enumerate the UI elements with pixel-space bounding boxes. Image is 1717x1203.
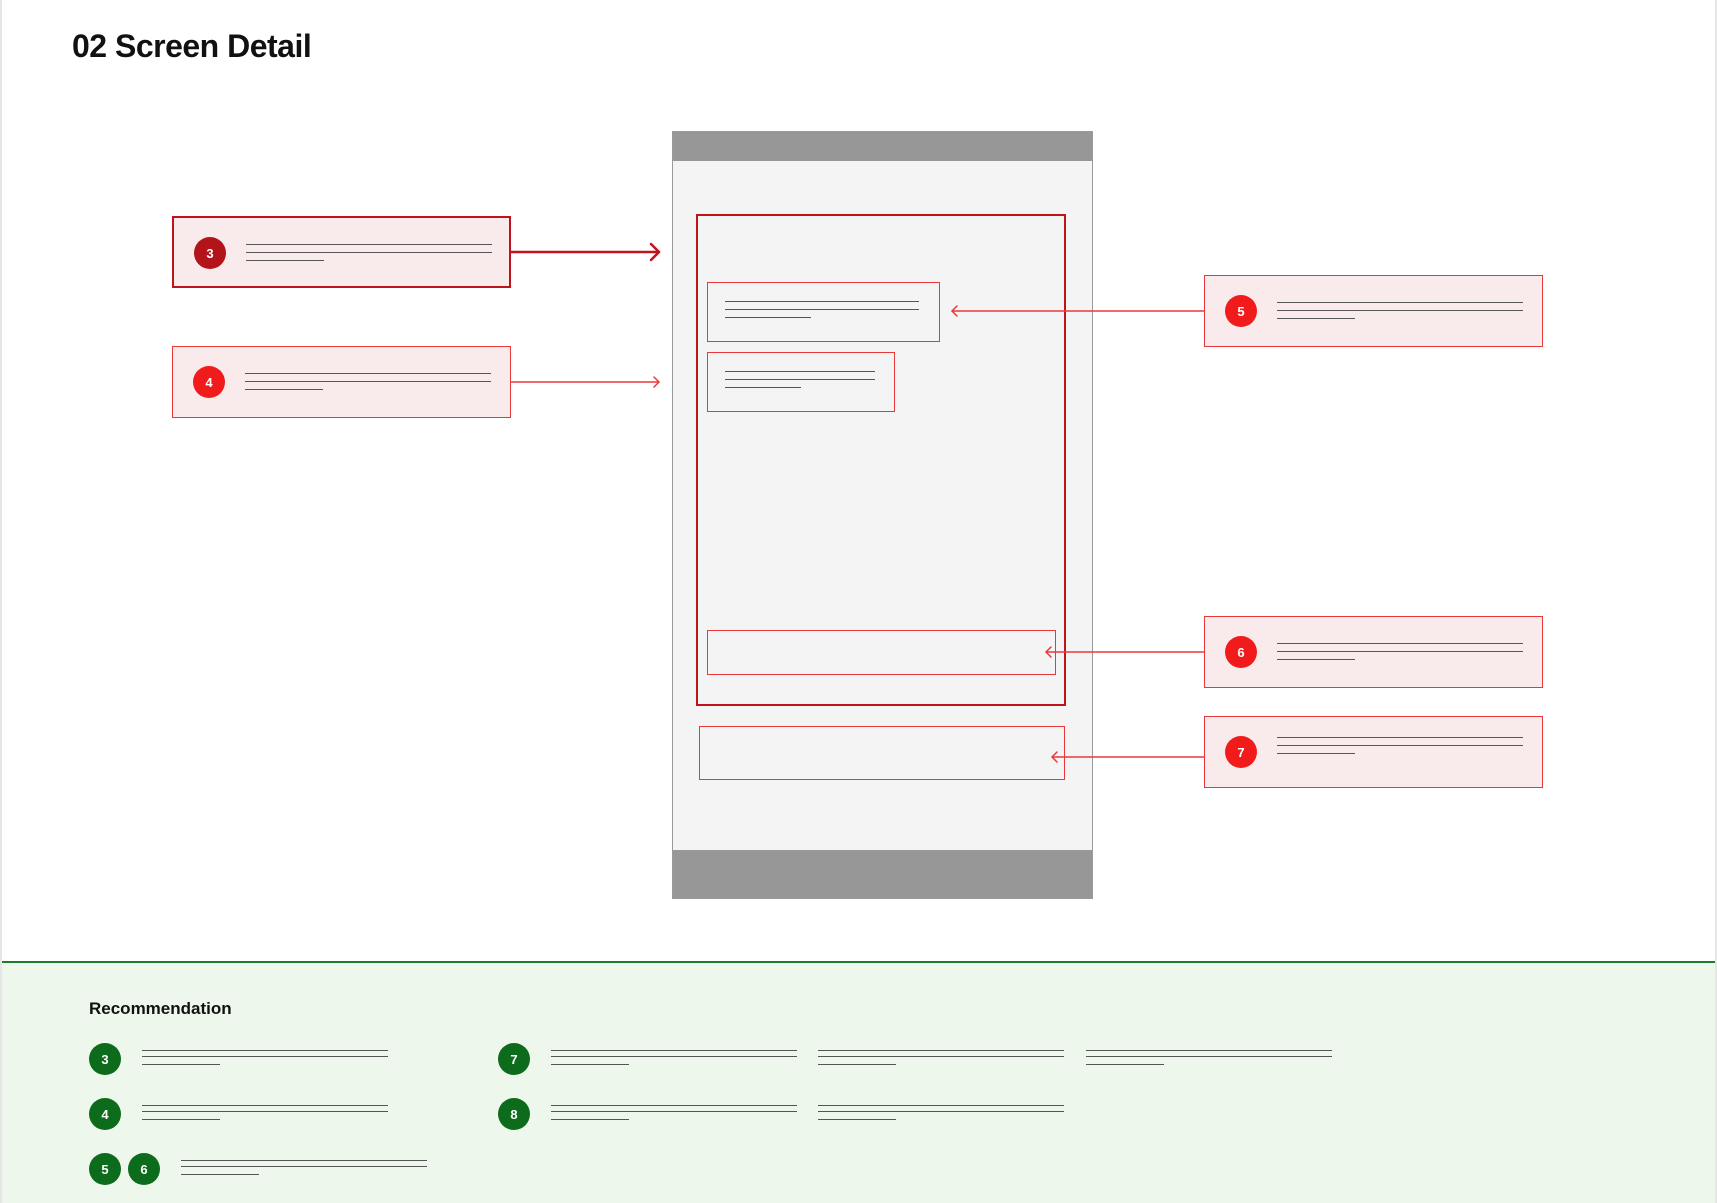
- highlight-region-action: [699, 726, 1065, 780]
- callout-7: 7: [1204, 716, 1543, 788]
- recommendation-badge: 4: [89, 1098, 121, 1130]
- highlight-region-content: [696, 214, 1066, 706]
- highlight-region-input: [707, 630, 1056, 675]
- page-title: 02 Screen Detail: [72, 28, 312, 64]
- recommendation-panel: Recommendation 3 4 5 6 7 8: [2, 961, 1715, 1203]
- highlight-region-card-1: [707, 282, 940, 342]
- highlight-region-card-2: [707, 352, 895, 412]
- phone-status-bar: [673, 132, 1092, 161]
- number-badge: 5: [1225, 295, 1257, 327]
- phone-mockup: [672, 131, 1093, 899]
- number-badge: 7: [1225, 736, 1257, 768]
- recommendation-badge: 7: [498, 1043, 530, 1075]
- number-badge: 3: [194, 237, 226, 269]
- callout-5: 5: [1204, 275, 1543, 347]
- callout-6: 6: [1204, 616, 1543, 688]
- number-badge: 6: [1225, 636, 1257, 668]
- callout-3: 3: [172, 216, 511, 288]
- phone-nav-bar: [673, 850, 1092, 898]
- recommendation-badge: 6: [128, 1153, 160, 1185]
- recommendation-badge: 8: [498, 1098, 530, 1130]
- callout-4: 4: [172, 346, 511, 418]
- recommendation-badge: 5: [89, 1153, 121, 1185]
- number-badge: 4: [193, 366, 225, 398]
- recommendation-badge: 3: [89, 1043, 121, 1075]
- recommendation-title: Recommendation: [89, 999, 232, 1018]
